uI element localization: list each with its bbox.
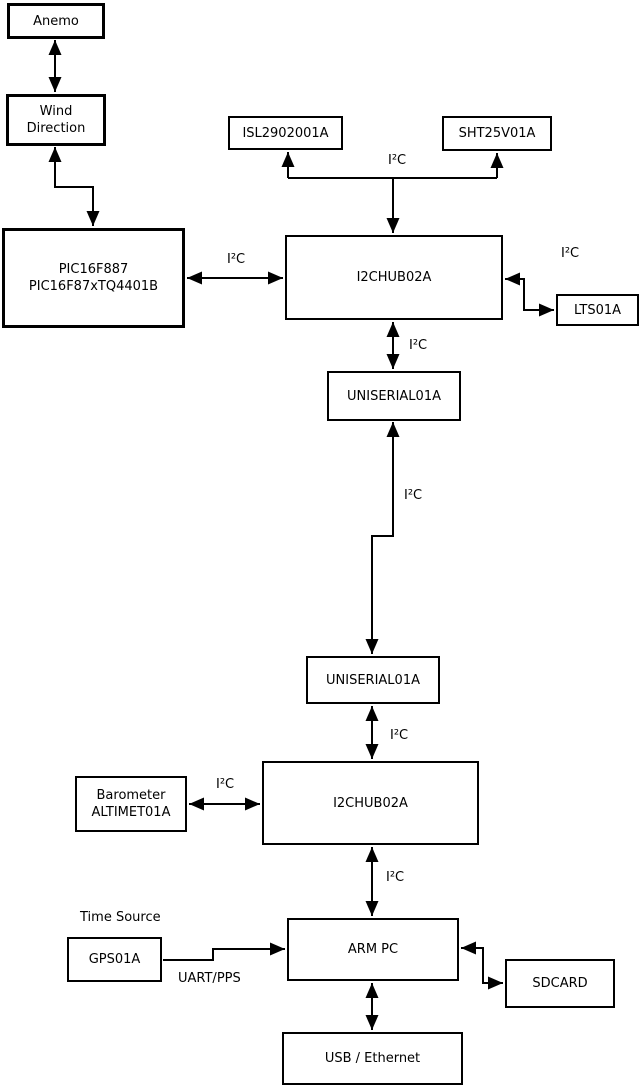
node-label: LTS01A [573, 302, 622, 318]
edge-label-i2c-bus-top: I²C [388, 153, 407, 168]
node-i2chub02a-2: I2CHUB02A [262, 761, 479, 845]
node-pic16f887: PIC16F887 PIC16F87xTQ4401B [2, 228, 185, 328]
edge-label-i2c-uniserial2-hub2: I²C [390, 728, 409, 743]
node-label: GPS01A [88, 952, 141, 967]
node-label-line1: Barometer [96, 788, 166, 803]
connector-wind-pic [48, 147, 100, 226]
node-label: I2CHUB02A [356, 270, 432, 285]
node-sdcard: SDCARD [505, 959, 615, 1008]
node-label: ARM PC [347, 942, 399, 957]
node-label: UNISERIAL01A [347, 388, 441, 404]
node-lts01a: LTS01A [556, 294, 639, 326]
node-arm-pc: ARM PC [287, 918, 459, 981]
edge-label-i2c-pic-hub1: I²C [227, 252, 246, 267]
edge-label-i2c-hub2-armpc: I²C [386, 870, 405, 885]
node-uniserial01a-2: UNISERIAL01A [306, 656, 440, 704]
node-label: USB / Ethernet [324, 1051, 421, 1066]
connector-uniserial1-uniserial2 [365, 422, 400, 654]
node-isl2902001a: ISL2902001A [228, 116, 343, 150]
connector-armpc-sdcard [461, 941, 503, 990]
node-anemo: Anemo [7, 3, 105, 39]
node-label-line1: Wind [39, 104, 73, 119]
node-label-line1: PIC16F887 [58, 262, 129, 277]
connector-hub1-lts [505, 272, 554, 317]
node-label: Anemo [33, 13, 79, 29]
label-time-source: Time Source [80, 910, 161, 925]
node-label-line2: ALTIMET01A [91, 805, 171, 820]
node-uniserial01a-1: UNISERIAL01A [327, 371, 461, 421]
node-label: ISL2902001A [242, 125, 329, 141]
node-wind-direction: Wind Direction [6, 94, 106, 146]
node-label: UNISERIAL01A [326, 672, 420, 688]
edge-label-i2c-uniserial1-uniserial2: I²C [404, 488, 423, 503]
connector-gps-armpc [163, 942, 285, 961]
edge-label-i2c-barometer-hub2: I²C [216, 777, 235, 792]
edge-label-i2c-hub1-lts: I²C [561, 246, 580, 261]
node-label: SDCARD [532, 976, 588, 991]
node-sht25v01a: SHT25V01A [442, 116, 552, 151]
node-barometer-altimet01a: Barometer ALTIMET01A [75, 776, 187, 832]
node-label-line2: Direction [26, 121, 86, 136]
edge-label-i2c-hub1-uniserial1: I²C [409, 338, 428, 353]
node-label: I2CHUB02A [333, 795, 408, 811]
node-gps01a: GPS01A [67, 937, 162, 982]
edge-label-uart-pps: UART/PPS [178, 971, 241, 986]
node-label-line2: PIC16F87xTQ4401B [28, 279, 159, 294]
node-i2chub02a-1: I2CHUB02A [285, 235, 503, 320]
node-usb-ethernet: USB / Ethernet [282, 1032, 463, 1085]
node-label: SHT25V01A [458, 126, 536, 141]
